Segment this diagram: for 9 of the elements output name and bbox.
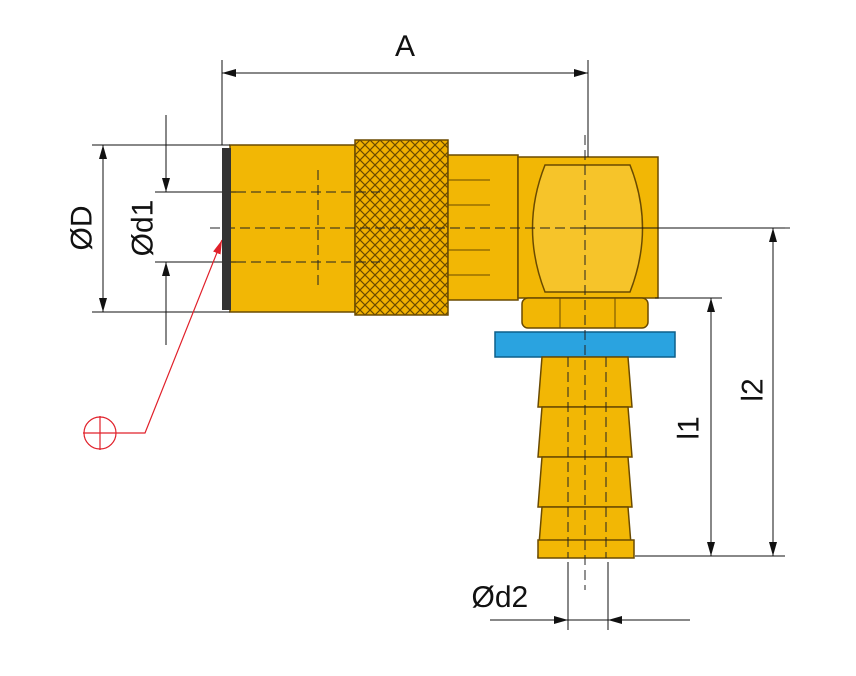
coupling-face [222,148,231,310]
dimension-label: A [395,32,416,62]
dimension-label: Ød1 [128,200,158,256]
dimension-label: Ød2 [472,583,528,613]
dimension-label: l1 [674,416,704,440]
datum-symbol [83,416,117,450]
dimension-label: l2 [738,378,768,402]
leader-line [117,240,223,434]
dimension-label: ØD [67,206,97,250]
